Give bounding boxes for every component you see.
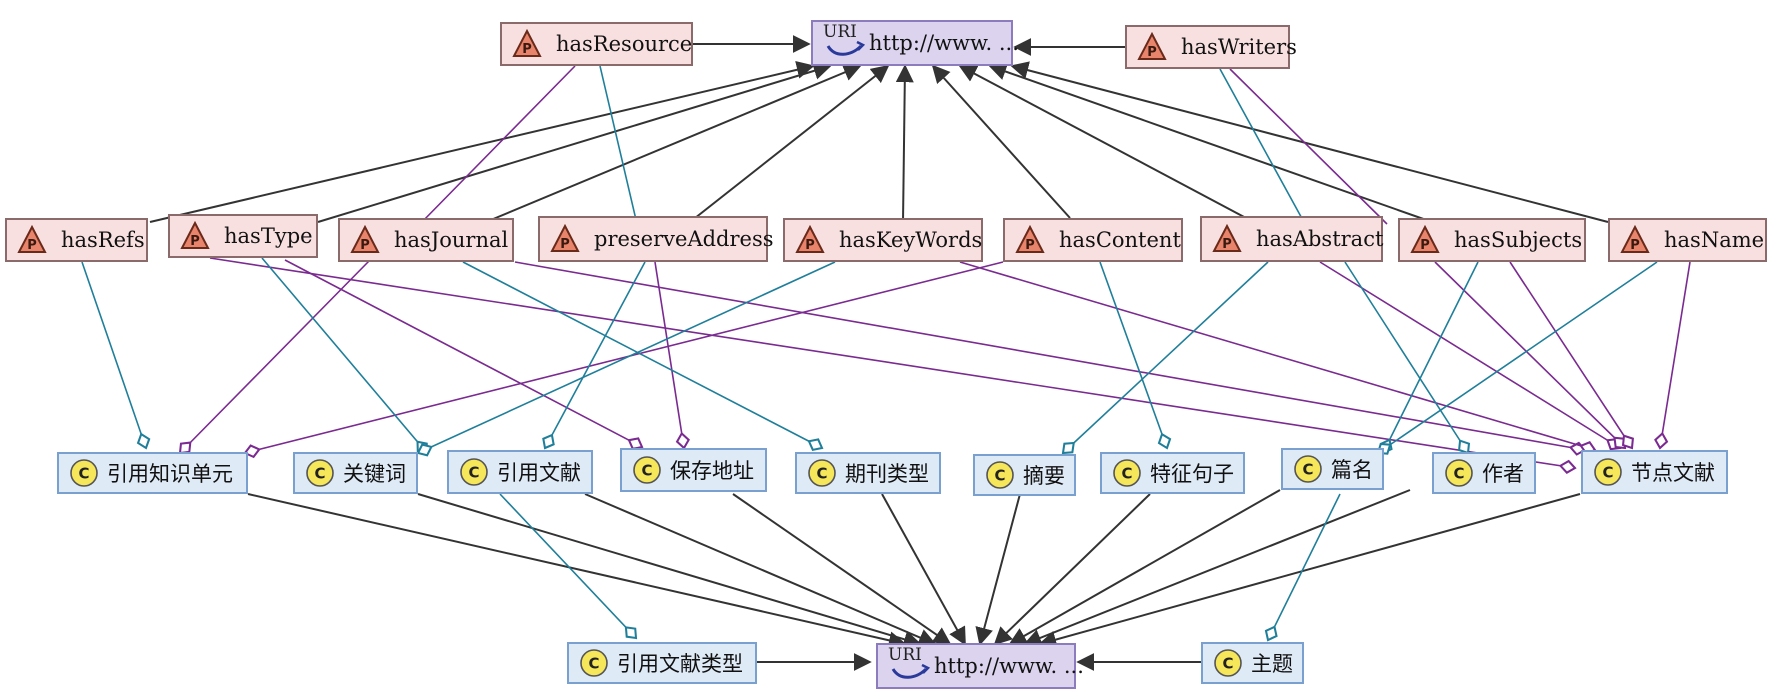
class-icon: C <box>808 459 836 487</box>
class-icon: C <box>460 458 488 486</box>
uri-node-bottom[interactable]: URI http://www. ... <box>876 643 1084 689</box>
class-icon: C <box>986 461 1014 489</box>
property-node-preserveAddress[interactable]: P preserveAddress <box>538 216 774 262</box>
svg-text:C: C <box>994 467 1005 485</box>
property-icon: P <box>1410 225 1440 253</box>
class-node-8[interactable]: C 篇名 <box>1281 448 1384 490</box>
purple-links <box>180 65 1691 468</box>
svg-text:P: P <box>360 238 370 253</box>
property-icon: P <box>1015 225 1045 253</box>
class-node-3[interactable]: C 引用文献 <box>447 450 593 494</box>
class-node-2[interactable]: C 关键词 <box>293 452 418 494</box>
uri-node-top[interactable]: URI http://www. ... <box>811 20 1019 66</box>
class-node-7[interactable]: C 特征句子 <box>1100 452 1245 494</box>
property-node-hasType[interactable]: P hasType <box>168 214 318 258</box>
property-icon: P <box>1212 224 1242 252</box>
svg-text:C: C <box>1602 464 1613 482</box>
property-node-hasWriters[interactable]: P hasWriters <box>1125 25 1297 69</box>
class-icon: C <box>1113 459 1141 487</box>
property-icon: P <box>1620 225 1650 253</box>
property-icon: P <box>795 225 825 253</box>
class-icon: C <box>306 459 334 487</box>
property-icon: P <box>17 225 47 253</box>
uri-icon: URI <box>823 22 867 62</box>
uri-label: http://www. ... <box>934 654 1084 678</box>
class-icon: C <box>1294 455 1322 483</box>
teal-links <box>81 65 1658 640</box>
class-node-6[interactable]: C 摘要 <box>973 454 1076 496</box>
svg-text:P: P <box>560 237 570 252</box>
svg-text:P: P <box>805 238 815 253</box>
class-icon: C <box>580 649 608 677</box>
property-node-hasResource[interactable]: P hasResource <box>500 22 693 66</box>
svg-text:C: C <box>314 465 325 483</box>
svg-text:C: C <box>588 655 599 673</box>
arrows-to-bottom-uri <box>247 489 1581 671</box>
property-node-hasJournal[interactable]: P hasJournal <box>338 218 514 262</box>
uri-label: http://www. ... <box>869 31 1019 55</box>
class-icon: C <box>633 456 661 484</box>
property-node-hasSubjects[interactable]: P hasSubjects <box>1398 218 1586 262</box>
property-node-hasRefs[interactable]: P hasRefs <box>5 218 148 262</box>
property-icon: P <box>512 29 542 57</box>
svg-text:C: C <box>816 465 827 483</box>
class-icon: C <box>1214 649 1242 677</box>
svg-text:P: P <box>1630 238 1640 253</box>
class-node-10[interactable]: C 节点文献 <box>1581 450 1728 494</box>
class-node-9[interactable]: C 作者 <box>1432 452 1536 494</box>
property-icon: P <box>1137 32 1167 60</box>
svg-text:C: C <box>641 462 652 480</box>
svg-text:P: P <box>522 42 532 57</box>
svg-text:P: P <box>190 234 200 249</box>
svg-text:C: C <box>78 465 89 483</box>
svg-text:C: C <box>1121 465 1132 483</box>
property-node-hasKeyWords[interactable]: P hasKeyWords <box>783 218 983 262</box>
svg-text:C: C <box>1222 655 1233 673</box>
svg-text:C: C <box>468 464 479 482</box>
property-node-hasName[interactable]: P hasName <box>1608 218 1767 262</box>
property-node-hasContent[interactable]: P hasContent <box>1003 218 1183 262</box>
property-node-hasAbstract[interactable]: P hasAbstract <box>1200 216 1383 262</box>
svg-text:C: C <box>1453 465 1464 483</box>
svg-text:P: P <box>1025 238 1035 253</box>
svg-text:P: P <box>27 238 37 253</box>
class-node-11[interactable]: C 引用文献类型 <box>567 642 757 684</box>
svg-text:P: P <box>1222 237 1232 252</box>
property-icon: P <box>550 224 580 252</box>
class-icon: C <box>1445 459 1473 487</box>
class-node-12[interactable]: C 主题 <box>1201 642 1304 684</box>
class-node-5[interactable]: C 期刊类型 <box>795 452 941 494</box>
class-node-4[interactable]: C 保存地址 <box>620 448 767 492</box>
property-icon: P <box>350 225 380 253</box>
class-node-1[interactable]: C 引用知识单元 <box>57 452 248 494</box>
arrows-to-top-uri <box>149 35 1609 223</box>
svg-text:C: C <box>1302 461 1313 479</box>
property-icon: P <box>180 221 210 249</box>
class-icon: C <box>70 459 98 487</box>
svg-text:P: P <box>1420 238 1430 253</box>
class-icon: C <box>1594 458 1622 486</box>
uri-icon: URI <box>888 645 932 685</box>
svg-text:P: P <box>1147 45 1157 60</box>
